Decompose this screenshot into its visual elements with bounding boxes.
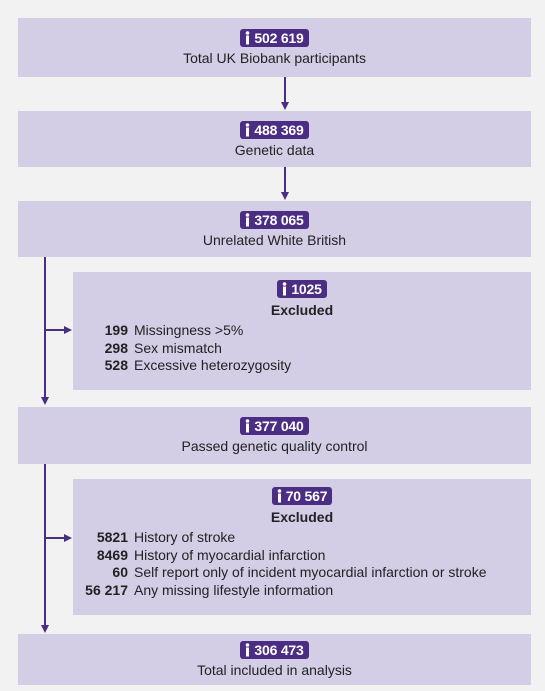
exclusion-box-clinical: 70 567 Excluded 5821 History of stroke 84… — [73, 479, 531, 615]
person-icon — [246, 122, 250, 136]
exclusion-row: 60 Self report only of incident myocardia… — [73, 564, 531, 582]
exclusion-count: 199 — [104, 322, 128, 338]
count-badge: 378 065 — [240, 210, 309, 229]
count-badge: 502 619 — [240, 29, 309, 47]
count-value: 378 065 — [254, 211, 304, 228]
exclusion-reason: Missingness >5% — [134, 322, 244, 338]
flow-box-passed-qc: 377 040 Passed genetic quality control — [18, 407, 531, 464]
count-badge: 70 567 — [271, 487, 333, 505]
box-label: Total included in analysis — [197, 662, 352, 678]
person-icon — [246, 643, 250, 657]
exclusion-title: Excluded — [270, 509, 334, 525]
count-badge: 306 473 — [240, 641, 309, 659]
exclusion-row: 298 Sex mismatch — [73, 340, 531, 358]
flow-box-total-participants: 502 619 Total UK Biobank participants — [18, 18, 531, 77]
count-badge: 488 369 — [240, 120, 309, 139]
count-value: 306 473 — [254, 642, 304, 658]
exclusion-row: 5821 History of stroke — [73, 529, 531, 547]
count-badge: 1025 — [277, 280, 327, 298]
exclusion-reason: Self report only of incident myocardial … — [134, 564, 487, 580]
exclusion-row: 528 Excessive heterozygosity — [73, 357, 531, 375]
exclusion-row: 8469 History of myocardial infarction — [73, 547, 531, 565]
exclusion-count: 56 217 — [85, 581, 128, 598]
exclusion-reason: Sex mismatch — [134, 339, 222, 356]
person-icon — [246, 31, 250, 45]
exclusion-count: 8469 — [96, 546, 128, 563]
exclusion-row: 56 217 Any missing lifestyle information — [73, 582, 531, 600]
count-value: 502 619 — [254, 30, 304, 46]
flow-box-genetic-data: 488 369 Genetic data — [18, 111, 531, 167]
box-label: Genetic data — [234, 141, 315, 158]
exclusion-reason: Excessive heterozygosity — [134, 357, 292, 373]
exclusion-reason: Any missing lifestyle information — [134, 581, 334, 598]
exclusion-count: 60 — [112, 564, 128, 580]
count-value: 1025 — [291, 281, 322, 297]
person-icon — [246, 212, 250, 226]
count-value: 70 567 — [285, 488, 328, 504]
count-badge: 377 040 — [240, 417, 309, 435]
person-icon — [283, 282, 287, 296]
flow-box-total-included: 306 473 Total included in analysis — [18, 634, 531, 685]
exclusion-count: 298 — [104, 339, 128, 356]
exclusion-reason: History of myocardial infarction — [134, 546, 326, 563]
exclusion-reason: History of stroke — [134, 529, 236, 545]
box-label: Unrelated White British — [202, 231, 347, 248]
person-icon — [277, 489, 281, 503]
exclusion-row: 199 Missingness >5% — [73, 322, 531, 340]
exclusion-box-genetic-qc: 1025 Excluded 199 Missingness >5% 298 Sex … — [73, 272, 531, 390]
exclusion-count: 5821 — [96, 529, 128, 545]
box-label: Passed genetic quality control — [181, 438, 368, 454]
flow-box-unrelated-white-british: 378 065 Unrelated White British — [18, 201, 531, 257]
count-value: 377 040 — [254, 418, 304, 434]
count-value: 488 369 — [254, 121, 304, 138]
exclusion-count: 528 — [104, 357, 128, 373]
person-icon — [246, 419, 250, 433]
exclusion-title: Excluded — [270, 302, 334, 318]
box-label: Total UK Biobank participants — [183, 50, 366, 66]
